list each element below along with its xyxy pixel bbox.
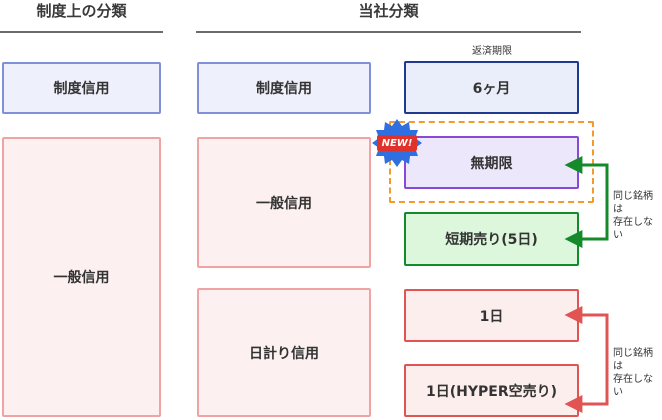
company-standard-credit-box: 制度信用	[197, 62, 371, 114]
period-short-term-label: 短期売り(5日)	[445, 232, 538, 248]
period-one-day-hyper-box: 1日(HYPER空売り)	[404, 364, 579, 417]
period-one-day-hyper-label: 1日(HYPER空売り)	[426, 383, 557, 400]
company-standard-credit-label: 制度信用	[256, 81, 312, 97]
period-one-day-label: 1日	[479, 308, 504, 325]
same-symbol-note-top: 同じ銘柄は 存在しない	[613, 191, 653, 241]
system-standard-credit-label: 制度信用	[53, 81, 110, 97]
repayment-period-label: 返済期限	[472, 46, 512, 57]
period-unlimited-label: 無期限	[470, 155, 513, 172]
period-six-months-label: 6ヶ月	[472, 80, 511, 97]
company-general-credit-box: 一般信用	[197, 137, 371, 268]
new-highlight-frame	[389, 121, 594, 203]
period-one-day-box: 1日	[404, 289, 579, 342]
period-unlimited-box: 無期限	[404, 136, 579, 189]
system-standard-credit-box: 制度信用	[2, 62, 161, 114]
company-header-rule	[196, 31, 581, 33]
period-short-term-box: 短期売り(5日)	[404, 212, 579, 266]
company-general-credit-label: 一般信用	[256, 195, 312, 212]
green-link-arrow	[564, 156, 609, 248]
system-general-credit-box: 一般信用	[2, 137, 161, 417]
company-day-trade-credit-box: 日計り信用	[197, 288, 371, 417]
company-classification-header: 当社分類	[358, 2, 419, 20]
same-symbol-note-bottom: 同じ銘柄は 存在しない	[613, 348, 653, 398]
new-badge	[372, 119, 422, 167]
system-classification-header: 制度上の分類	[36, 2, 127, 20]
system-general-credit-label: 一般信用	[53, 270, 110, 286]
company-day-trade-credit-label: 日計り信用	[249, 345, 319, 362]
new-badge-label: NEW!	[381, 138, 413, 149]
system-header-rule	[0, 31, 163, 33]
red-link-arrow	[564, 306, 609, 413]
period-six-months-box: 6ヶ月	[404, 61, 579, 114]
